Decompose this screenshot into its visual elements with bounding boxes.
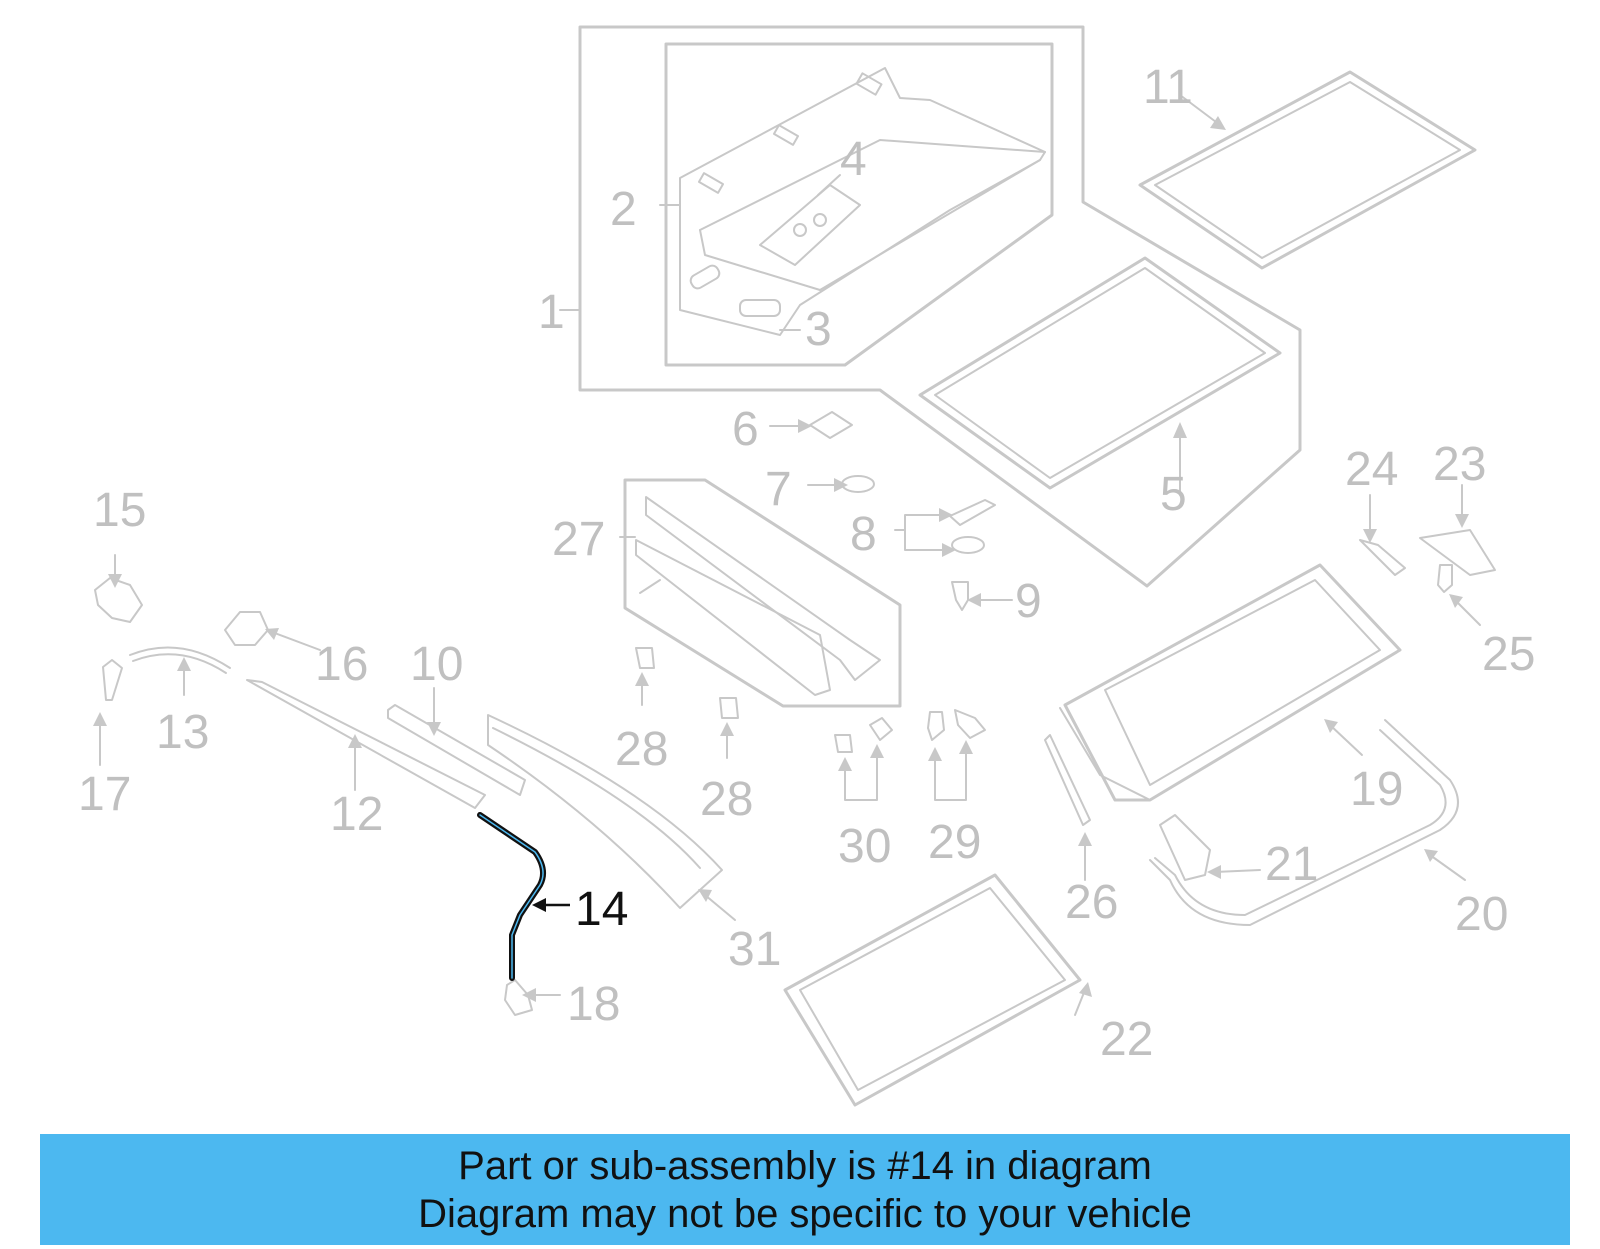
part-11-glass bbox=[1138, 70, 1477, 270]
callout-29: 29 bbox=[928, 816, 981, 869]
callout-11: 11 bbox=[1143, 61, 1193, 114]
callout-25: 25 bbox=[1482, 628, 1535, 681]
callout-19: 19 bbox=[1350, 763, 1403, 816]
left-rail-parts bbox=[94, 577, 723, 1016]
callout-10: 10 bbox=[410, 638, 463, 691]
callout-30: 30 bbox=[838, 820, 891, 873]
banner-part-text: Part or sub-assembly is #14 in diagram bbox=[458, 1144, 1152, 1188]
callout-labels: 1 2 3 4 5 6 7 8 9 10 11 12 13 14 15 16 1… bbox=[78, 61, 1535, 1066]
callout-6: 6 bbox=[732, 403, 759, 456]
callout-28a: 28 bbox=[615, 723, 668, 776]
callout-5: 5 bbox=[1160, 468, 1187, 521]
callout-8: 8 bbox=[850, 508, 877, 561]
callout-27: 27 bbox=[552, 513, 605, 566]
part-14-highlighted bbox=[477, 812, 547, 981]
callout-26: 26 bbox=[1065, 876, 1118, 929]
arrowheads bbox=[93, 116, 1469, 1002]
callout-2: 2 bbox=[610, 183, 637, 236]
roof-assembly-outline bbox=[578, 25, 1302, 588]
small-parts-6-9 bbox=[809, 411, 996, 611]
callout-28b: 28 bbox=[700, 773, 753, 826]
callout-23: 23 bbox=[1433, 438, 1486, 491]
info-banner: Part or sub-assembly is #14 in diagram D… bbox=[40, 1134, 1570, 1245]
callout-31: 31 bbox=[728, 923, 781, 976]
fasteners-28-30 bbox=[635, 647, 986, 753]
banner-disclaimer-text: Diagram may not be specific to your vehi… bbox=[418, 1192, 1192, 1236]
callout-21: 21 bbox=[1265, 838, 1318, 891]
callout-24: 24 bbox=[1345, 443, 1398, 496]
callout-14: 14 bbox=[575, 883, 628, 936]
callout-12: 12 bbox=[330, 788, 383, 841]
callout-17: 17 bbox=[78, 768, 131, 821]
part-22-glass bbox=[783, 873, 1082, 1107]
callout-3: 3 bbox=[805, 303, 832, 356]
right-rear-glass-parts bbox=[1044, 529, 1496, 926]
callout-1: 1 bbox=[538, 286, 565, 339]
callout-4: 4 bbox=[840, 133, 867, 186]
part-27-box bbox=[623, 478, 902, 708]
callout-16: 16 bbox=[315, 638, 368, 691]
callout-13: 13 bbox=[156, 706, 209, 759]
callout-20: 20 bbox=[1455, 888, 1508, 941]
callout-7: 7 bbox=[765, 463, 792, 516]
callout-22: 22 bbox=[1100, 1013, 1153, 1066]
callout-15: 15 bbox=[93, 484, 146, 537]
callout-9: 9 bbox=[1015, 575, 1042, 628]
roof-panel bbox=[679, 67, 1046, 336]
part-5-panel bbox=[918, 256, 1282, 490]
callout-18: 18 bbox=[567, 978, 620, 1031]
